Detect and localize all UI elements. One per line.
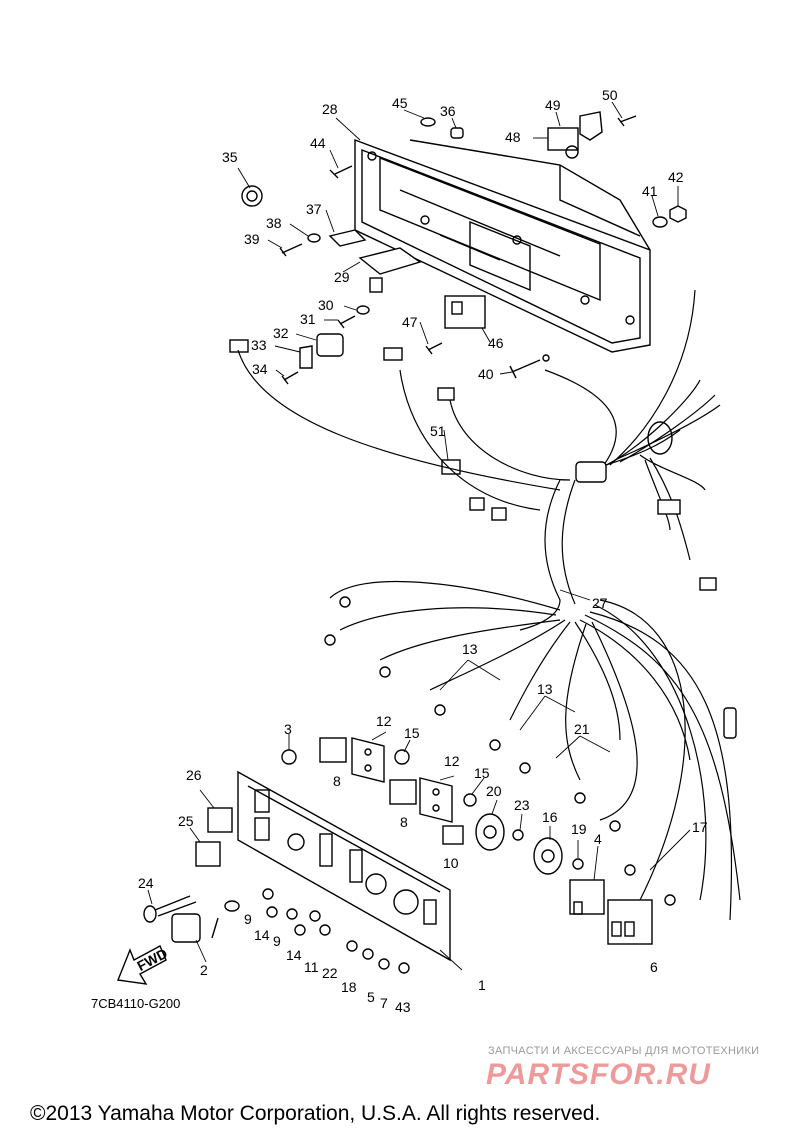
callout-14a: 14	[254, 927, 270, 943]
callout-9b: 9	[273, 933, 281, 949]
callout-9a: 9	[244, 911, 252, 927]
callout-5: 5	[367, 989, 375, 1005]
diagram-code: 7CB4110-G200	[91, 996, 181, 1011]
fwd-label: FWD	[134, 945, 170, 974]
callout-34: 34	[252, 361, 268, 377]
control-panel	[237, 770, 451, 962]
callout-12b: 12	[444, 753, 460, 769]
watermark-caption: ЗАПЧАСТИ И АКСЕССУАРЫ ДЛЯ МОТОТЕХНИКИ	[488, 1045, 760, 1057]
callout-13a: 13	[462, 641, 478, 657]
callout-51: 51	[430, 423, 446, 439]
callout-19: 19	[571, 821, 587, 837]
callout-8a: 8	[333, 773, 341, 789]
callout-32: 32	[273, 325, 289, 341]
callout-1: 1	[478, 977, 486, 993]
callout-22: 22	[322, 965, 338, 981]
callout-29: 29	[334, 269, 350, 285]
callout-41: 41	[642, 183, 658, 199]
callout-39: 39	[244, 231, 260, 247]
callout-37: 37	[306, 201, 322, 217]
leader-lines	[147, 101, 691, 971]
callout-49: 49	[545, 97, 561, 113]
callout-20: 20	[486, 783, 502, 799]
callout-11: 11	[304, 959, 319, 975]
callout-18: 18	[341, 979, 357, 995]
callout-14b: 14	[286, 947, 302, 963]
callout-7: 7	[380, 995, 388, 1011]
callout-15b: 15	[474, 765, 490, 781]
callout-30: 30	[318, 297, 334, 313]
callout-48: 48	[505, 129, 521, 145]
callout-46: 46	[488, 335, 504, 351]
callout-21: 21	[574, 721, 590, 737]
fwd-arrow: FWD	[117, 945, 170, 985]
callout-10: 10	[443, 855, 459, 871]
callout-35: 35	[222, 149, 238, 165]
callout-6: 6	[650, 959, 658, 975]
callout-45: 45	[392, 95, 408, 111]
callout-2: 2	[200, 962, 208, 978]
lower-components	[143, 737, 653, 974]
callout-13b: 13	[537, 681, 553, 697]
control-box-housing	[354, 138, 651, 353]
callout-40: 40	[478, 366, 494, 382]
callout-15a: 15	[404, 725, 420, 741]
callout-17: 17	[692, 819, 708, 835]
callout-4: 4	[594, 831, 602, 847]
callout-47: 47	[402, 314, 418, 330]
callout-44: 44	[310, 135, 326, 151]
upper-small-parts	[229, 111, 687, 521]
callout-50: 50	[602, 87, 618, 103]
callout-38: 38	[266, 215, 282, 231]
callout-33: 33	[251, 337, 267, 353]
callout-12a: 12	[376, 713, 392, 729]
callout-8b: 8	[400, 814, 408, 830]
callout-27: 27	[592, 595, 608, 611]
callout-42: 42	[668, 169, 684, 185]
callout-43: 43	[395, 999, 411, 1015]
callout-28: 28	[322, 101, 338, 117]
callout-26: 26	[186, 767, 202, 783]
callout-23: 23	[514, 797, 530, 813]
callout-25: 25	[178, 813, 194, 829]
wire-harness	[237, 289, 741, 921]
callout-3: 3	[284, 721, 292, 737]
callout-labels: 1 2 3 4 5 6 7 8 8 9 9 10 11 12 12 13 13 …	[138, 87, 708, 1015]
watermark-logo: PARTSFOR.RU	[486, 1058, 711, 1091]
callout-31: 31	[300, 311, 316, 327]
callout-16: 16	[542, 809, 558, 825]
callout-24: 24	[138, 875, 154, 891]
callout-36: 36	[440, 103, 456, 119]
copyright-notice: ©2013 Yamaha Motor Corporation, U.S.A. A…	[30, 1102, 601, 1125]
